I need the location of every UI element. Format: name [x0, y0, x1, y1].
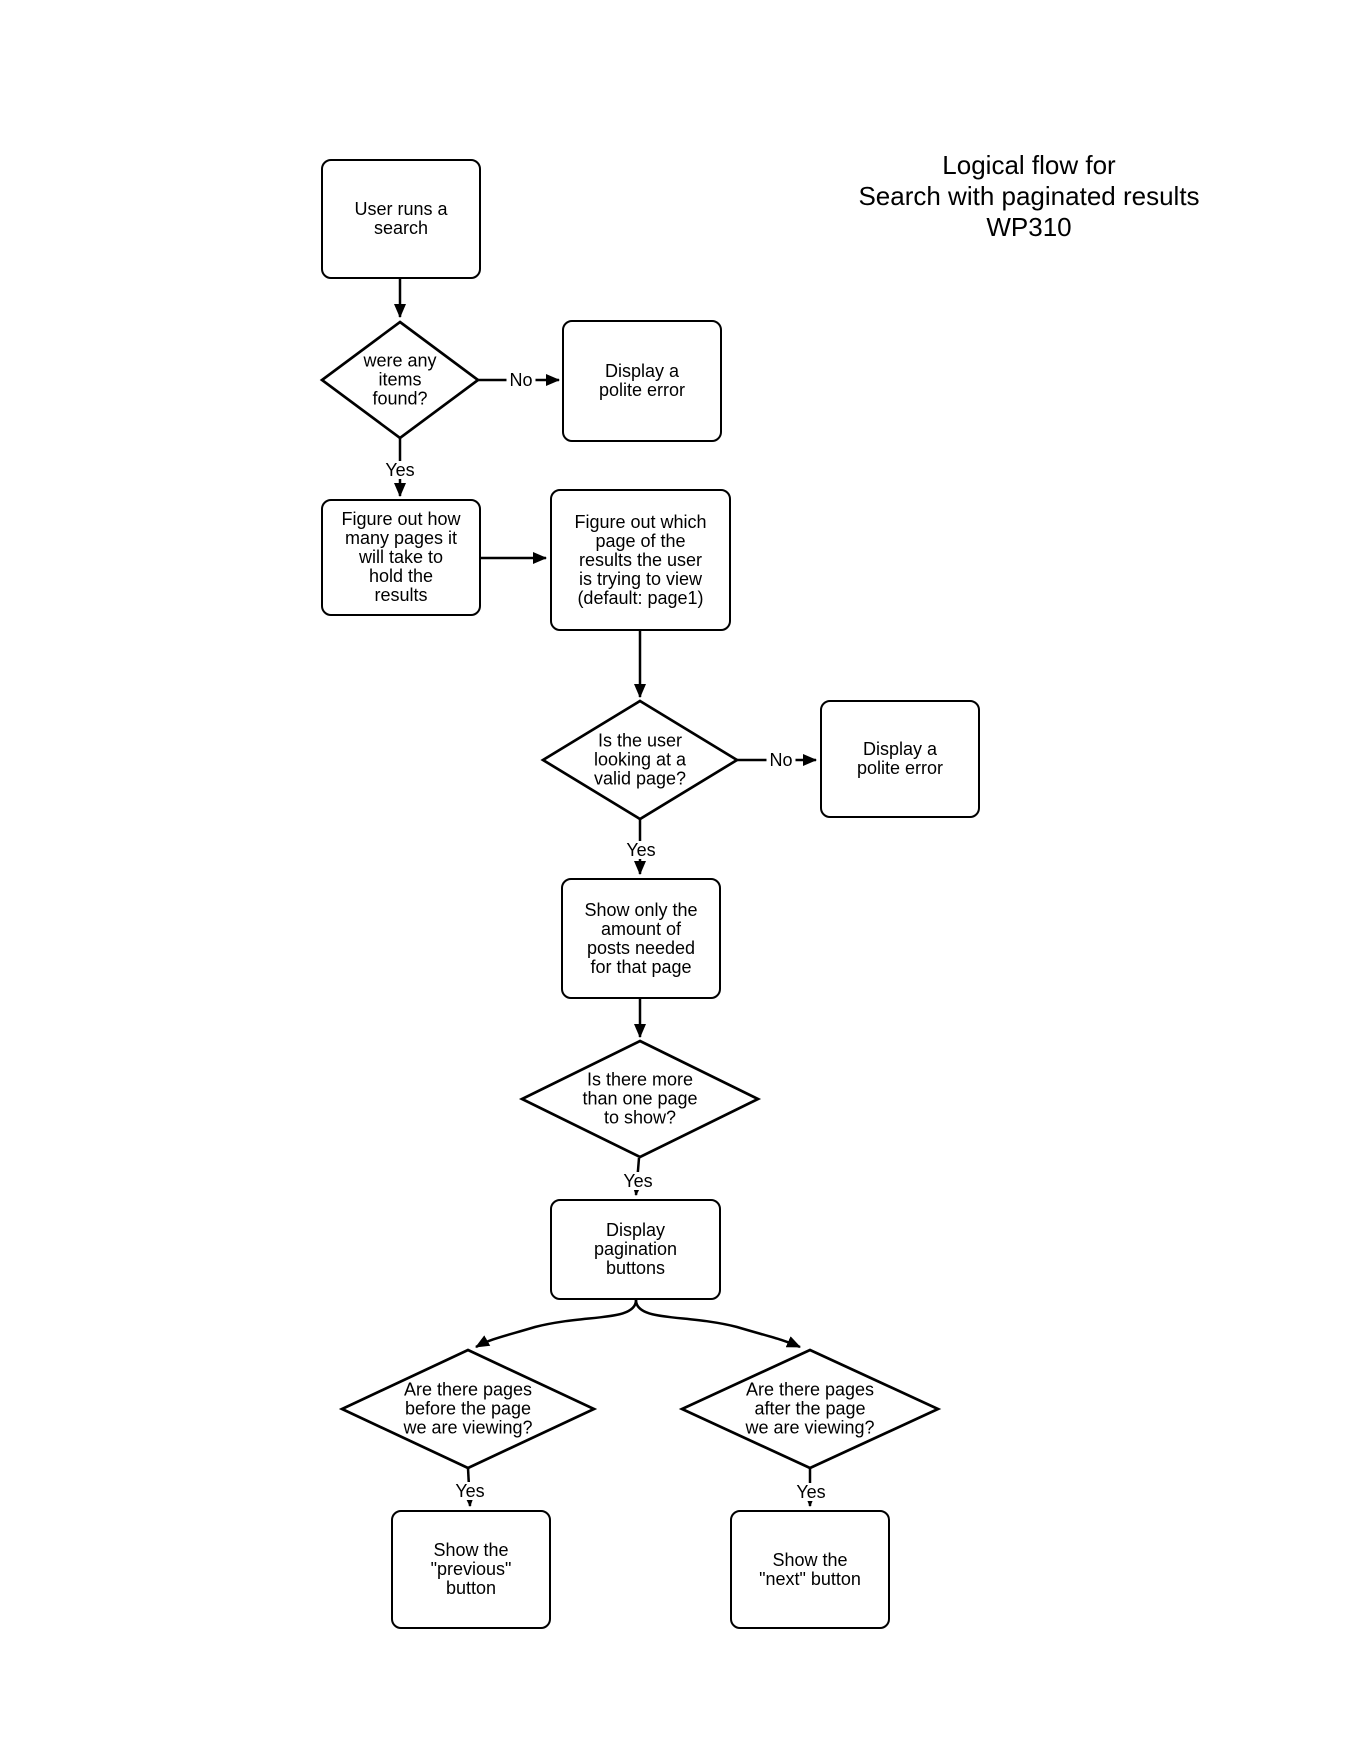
node-show-posts: Show only the amount of posts needed for… [561, 878, 721, 999]
decision-items-found-shape [319, 320, 481, 440]
edge-pagination-to-pages-after [634, 1299, 801, 1349]
edge-label-pages-after-yes: Yes [793, 1483, 829, 1501]
node-error-no-items: Display a polite error [562, 320, 722, 442]
edge-label-items-found-yes: Yes [382, 461, 418, 479]
edge-label-items-found-no: No [506, 371, 536, 389]
node-figure-which-page: Figure out which page of the results the… [550, 489, 731, 631]
node-show-previous: Show the "previous" button [391, 1510, 551, 1629]
node-show-next: Show the "next" button [730, 1510, 890, 1629]
decision-pages-before-shape [338, 1348, 598, 1470]
edge-label-more-pages-yes: Yes [620, 1172, 656, 1190]
decision-valid-page-label: Is the user looking at a valid page? [593, 730, 687, 789]
decision-items-found-label: were any items found? [363, 350, 437, 409]
edge-label-valid-page-no: No [766, 751, 796, 769]
edge-pagination-to-pages-before [475, 1299, 638, 1349]
node-error-invalid-page: Display a polite error [820, 700, 980, 818]
edge-label-valid-page-yes: Yes [623, 841, 659, 859]
decision-pages-after-shape [678, 1348, 942, 1470]
node-pagination-buttons: Display pagination buttons [550, 1199, 721, 1300]
diagram-title: Logical flow for Search with paginated r… [858, 150, 1200, 242]
node-user-runs-search: User runs a search [321, 159, 481, 279]
edge-label-pages-before-yes: Yes [452, 1482, 488, 1500]
decision-valid-page-shape [540, 699, 740, 821]
decision-more-pages-label: Is there more than one page to show? [582, 1069, 698, 1128]
decision-pages-after-label: Are there pages after the page we are vi… [745, 1379, 875, 1438]
decision-more-pages-shape [518, 1039, 762, 1159]
decision-pages-before-label: Are there pages before the page we are v… [403, 1379, 533, 1438]
node-figure-pages: Figure out how many pages it will take t… [321, 499, 481, 616]
